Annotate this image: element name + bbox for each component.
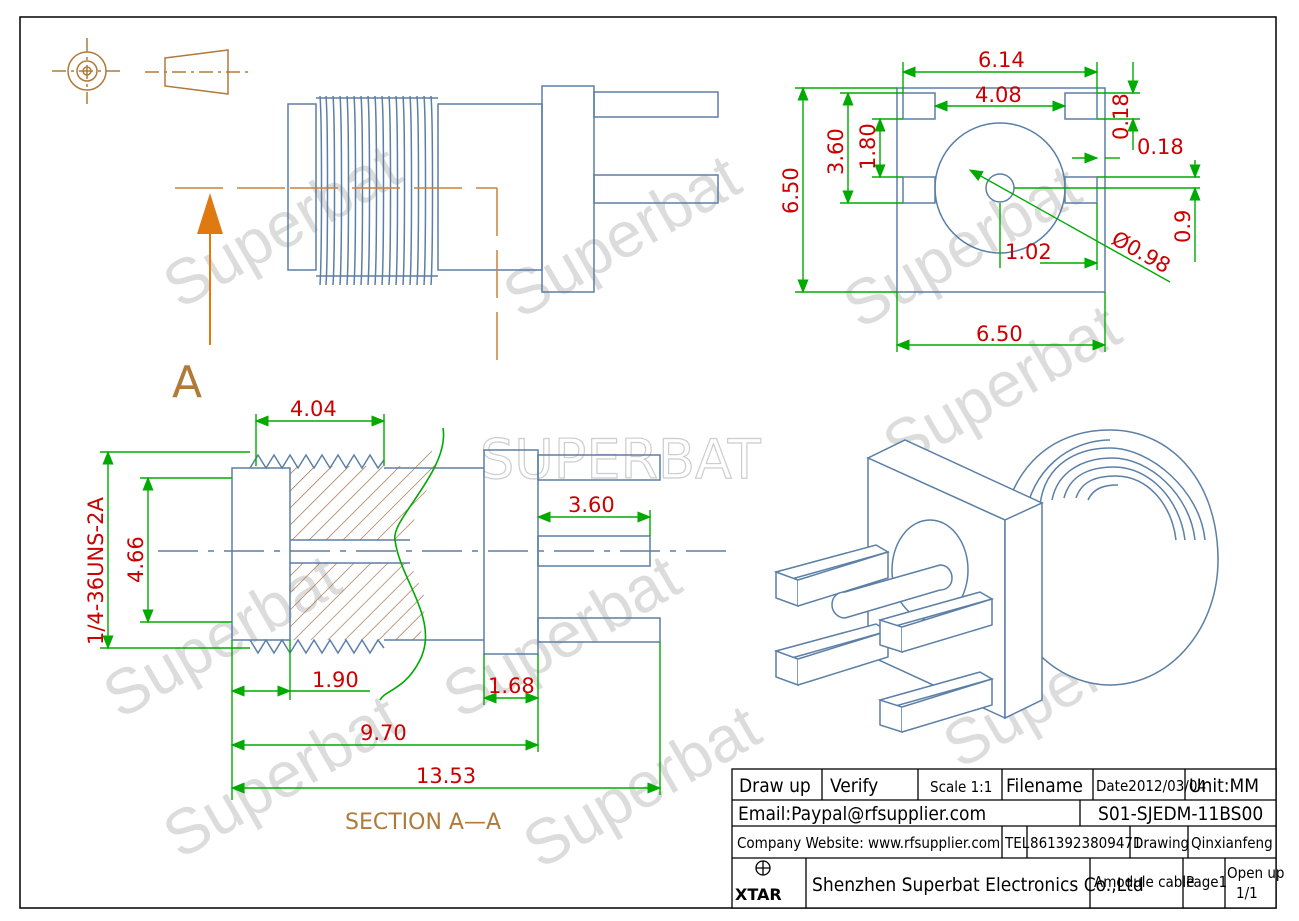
section-caption: SECTION A—A (345, 810, 501, 835)
tb-date: Date2012/03/04 (1096, 777, 1206, 795)
xtar-logo-icon (755, 860, 771, 876)
tb-open-up-count: 1/1 (1236, 884, 1258, 902)
tb-draw-up: Draw up (739, 775, 811, 797)
dim-length-970: 9.70 (360, 721, 407, 745)
tb-company: Shenzhen Superbat Electronics Co.,Ltd (812, 874, 1144, 896)
dim-overall-length: 13.53 (416, 764, 476, 788)
dim-overall-width: 6.50 (976, 322, 1023, 346)
dim-pin-diameter: Ø0.98 (1108, 226, 1175, 278)
isometric-view (774, 429, 1219, 734)
tb-unit: Unit:MM (1189, 775, 1259, 797)
section-marker-label: A (172, 357, 202, 408)
tb-scale: Scale 1:1 (930, 778, 992, 796)
title-block (731, 768, 1277, 909)
section-dimensions (100, 414, 662, 800)
dim-pin-length: 3.60 (568, 493, 615, 517)
tb-page: Page1 (1186, 873, 1227, 891)
dim-flange-thickness: 1.68 (488, 674, 535, 698)
brand-watermark: SUPERBAT (480, 428, 762, 491)
dim-pad-height: 0.18 (1109, 93, 1133, 140)
tb-verify: Verify (830, 775, 878, 797)
tb-description: Amodule cable (1094, 873, 1194, 891)
dim-pad-gap: 0.18 (1137, 135, 1184, 159)
watermark: Superbat (431, 540, 692, 732)
dim-bore-diameter: 4.66 (124, 536, 148, 583)
watermark: Superbat (491, 140, 752, 332)
section-arrow (197, 193, 223, 345)
section-view (158, 427, 735, 701)
thread-ridges (316, 95, 438, 286)
tb-open-up: Open up (1227, 864, 1284, 882)
tb-part-number: S01-SJEDM-11BS00 (1098, 803, 1263, 825)
projection-symbol-icon (52, 38, 250, 104)
tb-tel: 8613923809471 (1030, 834, 1142, 852)
sheet-border (19, 16, 1277, 909)
watermark: Superbat (151, 680, 412, 872)
dim-pad-spacing: 4.08 (975, 83, 1022, 107)
dim-thread-length: 4.04 (290, 397, 337, 421)
tb-tel-label: TEL (1004, 834, 1030, 852)
dim-center-09: 0.9 (1171, 210, 1195, 243)
side-view-center-lines (175, 187, 498, 370)
watermark: Superbat (151, 130, 412, 322)
dim-top-width: 6.14 (978, 48, 1025, 72)
watermark: Superbat (831, 150, 1092, 342)
tb-email: Email:Paypal@rfsupplier.com (738, 803, 986, 825)
tb-drawer: Qinxianfeng (1191, 834, 1273, 852)
dim-center-102: 1.02 (1005, 240, 1052, 264)
front-view-dimensions (795, 62, 1201, 352)
dim-length-190: 1.90 (312, 668, 359, 692)
dim-height-180: 1.80 (856, 123, 880, 170)
tb-drawing-label: Drawing (1133, 834, 1189, 852)
tb-logo: XTAR (735, 885, 782, 904)
dim-overall-height: 6.50 (779, 167, 803, 214)
tb-website: Company Website: www.rfsupplier.com (737, 834, 1000, 852)
dim-height-360: 3.60 (824, 128, 848, 175)
dim-thread-spec: 1/4-36UNS-2A (84, 497, 108, 645)
tb-filename-label: Filename (1006, 775, 1083, 797)
